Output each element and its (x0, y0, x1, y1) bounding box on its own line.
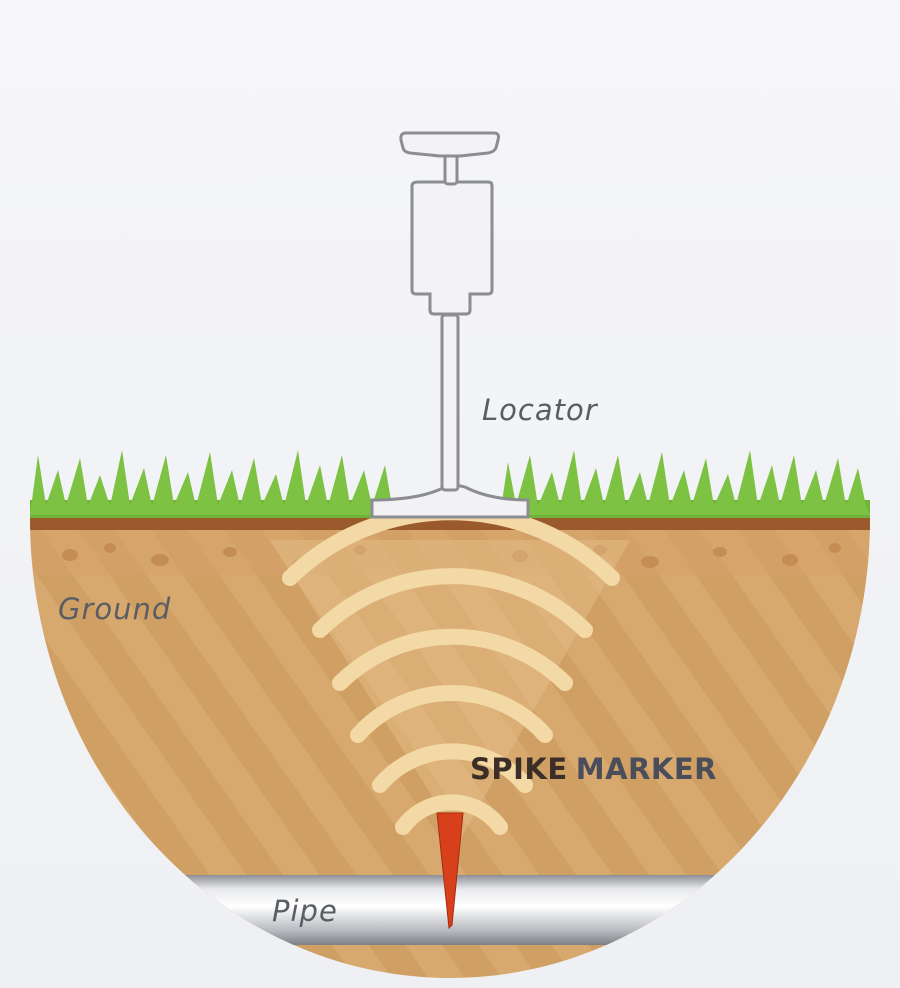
marker-word: MARKER (575, 752, 717, 786)
ground-label: Ground (58, 592, 172, 626)
spike-word: SPIKE (470, 752, 568, 786)
soil-pebbles (62, 543, 841, 571)
locator-label: Locator (482, 393, 598, 427)
signal-waves-icon (282, 518, 620, 835)
pipe-label: Pipe (272, 894, 338, 928)
topsoil-layer (30, 518, 870, 530)
spike-marker-icon (436, 812, 464, 930)
locator-device-icon (370, 131, 530, 519)
